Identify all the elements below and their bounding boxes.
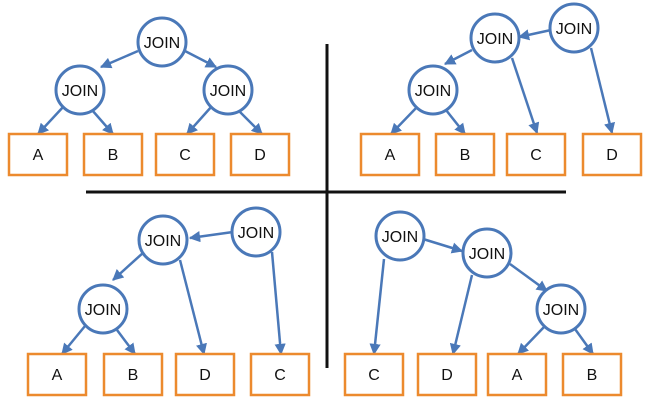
relation-label: D	[606, 147, 618, 164]
relation-label: B	[587, 367, 598, 384]
join-node	[535, 283, 587, 335]
join-node	[230, 206, 282, 258]
relation-box	[154, 132, 216, 177]
edge	[237, 109, 263, 135]
join-node	[469, 12, 521, 64]
tree-bottom-left: JOIN JOIN JOIN A B D C	[26, 206, 311, 397]
join-node	[137, 214, 189, 266]
edge	[91, 109, 114, 135]
tree-top-right: JOIN JOIN JOIN A B C D	[359, 2, 643, 177]
relation-label: D	[441, 367, 453, 384]
tree-top-left: JOIN JOIN JOIN A B C D	[7, 16, 291, 177]
edge	[390, 105, 419, 135]
relation-label: D	[199, 367, 211, 384]
join-node	[202, 64, 254, 116]
join-node	[54, 64, 106, 116]
edge	[445, 109, 466, 135]
edge	[573, 328, 595, 355]
edge	[422, 237, 464, 254]
join-label: JOIN	[477, 31, 513, 48]
edge	[186, 105, 213, 135]
edge	[61, 325, 86, 355]
relation-label: B	[460, 147, 471, 164]
relation-label: C	[274, 367, 286, 384]
relation-box	[561, 352, 623, 397]
edge	[444, 48, 473, 66]
relation-label: C	[179, 147, 191, 164]
relation-label: A	[385, 147, 396, 164]
edge	[112, 251, 145, 281]
relation-label: C	[368, 367, 380, 384]
relation-box	[343, 352, 405, 397]
relation-label: C	[530, 147, 542, 164]
edge	[449, 274, 474, 356]
edge	[589, 47, 616, 135]
relation-label: B	[128, 367, 139, 384]
relation-label: A	[512, 367, 523, 384]
relation-box	[82, 132, 144, 177]
edge	[178, 259, 207, 356]
relation-box	[359, 132, 421, 177]
relation-box	[7, 132, 69, 177]
join-node	[77, 283, 129, 335]
relation-box	[434, 132, 496, 177]
relation-label: D	[254, 147, 266, 164]
relation-box	[249, 352, 311, 397]
join-label: JOIN	[145, 233, 181, 250]
join-label: JOIN	[382, 229, 418, 246]
join-node	[136, 16, 188, 68]
relation-box	[229, 132, 291, 177]
relation-box	[505, 132, 567, 177]
relation-box	[26, 352, 88, 397]
relation-label: B	[108, 147, 119, 164]
edge	[99, 49, 139, 69]
join-label: JOIN	[469, 246, 505, 263]
join-node	[407, 64, 459, 116]
relation-box	[102, 352, 164, 397]
join-node	[461, 227, 513, 279]
join-label: JOIN	[415, 83, 451, 100]
join-node	[548, 2, 600, 54]
join-label: JOIN	[62, 83, 98, 100]
edge	[509, 262, 548, 293]
join-label: JOIN	[556, 21, 592, 38]
join-label: JOIN	[85, 302, 121, 319]
relation-box	[486, 352, 548, 397]
relation-box	[174, 352, 236, 397]
relation-box	[581, 132, 643, 177]
edge	[37, 105, 65, 135]
edge	[270, 251, 286, 356]
join-label: JOIN	[210, 83, 246, 100]
join-label: JOIN	[238, 225, 274, 242]
edge	[116, 329, 136, 355]
edge	[369, 258, 386, 356]
tree-bottom-right: JOIN JOIN JOIN C D A B	[343, 210, 623, 397]
edge	[188, 230, 234, 243]
edge	[510, 57, 540, 135]
relation-label: A	[52, 367, 63, 384]
join-node	[374, 210, 426, 262]
relation-label: A	[33, 147, 44, 164]
join-label: JOIN	[543, 302, 579, 319]
edge	[184, 49, 217, 69]
relation-box	[416, 352, 478, 397]
join-label: JOIN	[144, 35, 180, 52]
edge	[517, 325, 546, 355]
edge	[517, 28, 552, 41]
